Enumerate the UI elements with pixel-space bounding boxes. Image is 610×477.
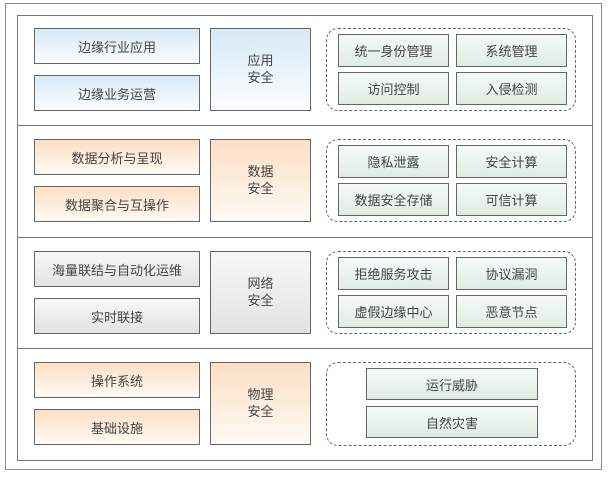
layer-network: 海量联结与自动化运维 实时联接 网络安全 拒绝服务攻击 协议漏洞 虚假边缘中心 … xyxy=(17,237,593,349)
category-line: 应用 xyxy=(247,53,274,69)
category-line: 安全 xyxy=(247,70,274,86)
measure-item: 恶意节点 xyxy=(456,295,567,328)
security-category: 应用安全 xyxy=(210,28,311,111)
security-measures-group: 统一身份管理 系统管理 访问控制 入侵检测 xyxy=(326,28,576,111)
measure-item: 协议漏洞 xyxy=(456,257,567,290)
security-category: 网络安全 xyxy=(210,251,311,334)
security-measures-group: 运行威胁 自然灾害 xyxy=(326,362,576,446)
measure-item: 可信计算 xyxy=(456,183,567,216)
layer-item: 操作系统 xyxy=(34,362,200,398)
measure-item: 入侵检测 xyxy=(456,72,567,105)
measure-item: 安全计算 xyxy=(456,145,567,178)
layer-item: 实时联接 xyxy=(34,298,200,334)
category-line: 安全 xyxy=(247,404,274,420)
measure-item: 统一身份管理 xyxy=(338,34,449,67)
layer-item: 数据聚合与互操作 xyxy=(34,186,200,222)
measure-item: 隐私泄露 xyxy=(338,145,449,178)
category-line: 安全 xyxy=(247,181,274,197)
security-category: 物理安全 xyxy=(210,362,311,445)
category-line: 数据 xyxy=(247,164,274,180)
layer-item: 边缘业务运营 xyxy=(34,75,200,111)
layer-physical: 操作系统 基础设施 物理安全 运行威胁 自然灾害 xyxy=(17,348,593,460)
layer-item: 数据分析与呈现 xyxy=(34,139,200,175)
measure-item: 系统管理 xyxy=(456,34,567,67)
category-line: 安全 xyxy=(247,293,274,309)
layer-item: 海量联结与自动化运维 xyxy=(34,251,200,287)
security-category: 数据安全 xyxy=(210,139,311,222)
measure-item: 运行威胁 xyxy=(366,368,538,400)
category-line: 网络 xyxy=(247,276,274,292)
outer-frame xyxy=(5,3,602,470)
layer-application: 边缘行业应用 边缘业务运营 应用安全 统一身份管理 系统管理 访问控制 入侵检测 xyxy=(17,15,593,127)
measure-item: 拒绝服务攻击 xyxy=(338,257,449,290)
category-line: 物理 xyxy=(247,387,274,403)
measure-item: 数据安全存储 xyxy=(338,183,449,216)
measure-item: 访问控制 xyxy=(338,72,449,105)
diagram-frame xyxy=(17,15,593,461)
measure-item: 自然灾害 xyxy=(366,406,538,438)
layer-item: 边缘行业应用 xyxy=(34,28,200,64)
security-measures-group: 拒绝服务攻击 协议漏洞 虚假边缘中心 恶意节点 xyxy=(326,251,576,334)
layer-item: 基础设施 xyxy=(34,409,200,445)
measure-item: 虚假边缘中心 xyxy=(338,295,449,328)
security-measures-group: 隐私泄露 安全计算 数据安全存储 可信计算 xyxy=(326,139,576,222)
layer-data: 数据分析与呈现 数据聚合与互操作 数据安全 隐私泄露 安全计算 数据安全存储 可… xyxy=(17,125,593,237)
